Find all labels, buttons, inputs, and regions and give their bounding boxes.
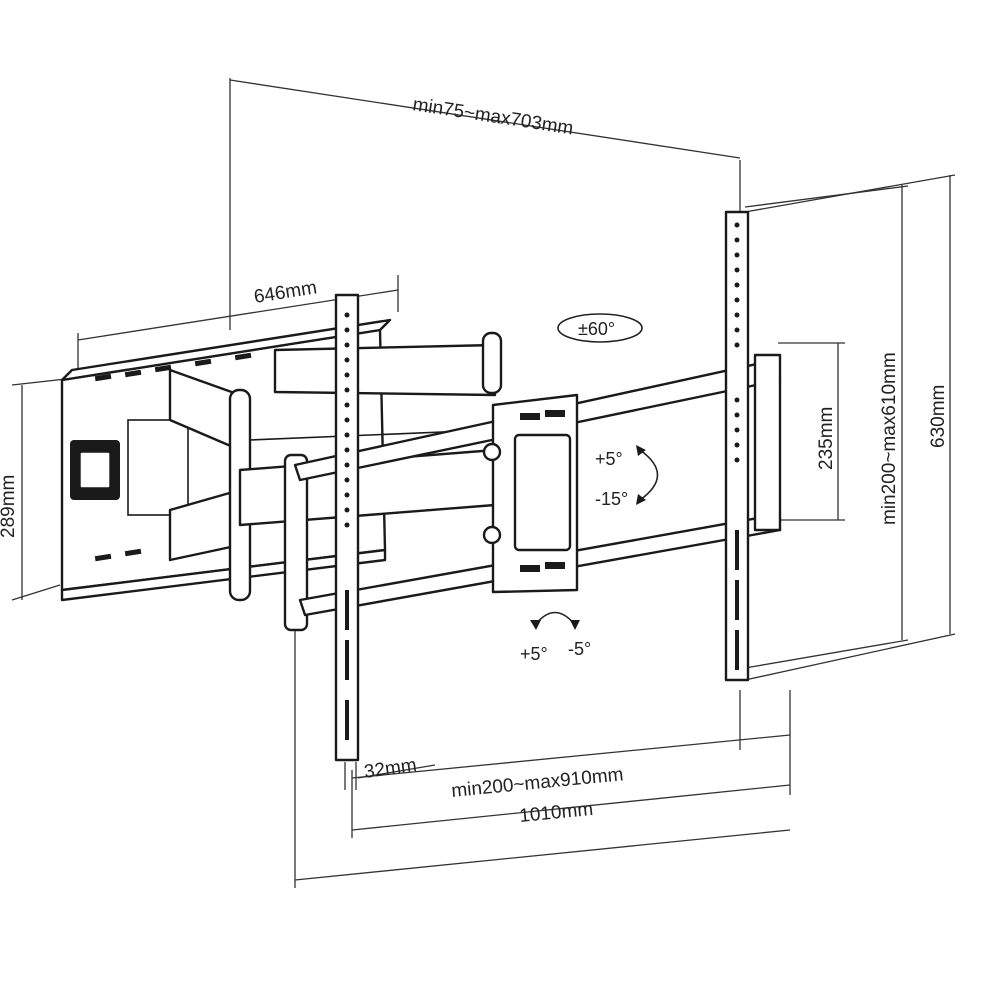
dimension-lines: [11, 78, 956, 888]
slot: [94, 553, 112, 562]
bracket-height-label: 235mm: [816, 407, 837, 470]
slot: [154, 364, 172, 373]
extension-dim-line: [229, 79, 741, 159]
slot: [194, 358, 212, 367]
tilt-knob-upper: [482, 442, 502, 462]
bracket-spacing-label: min200~max910mm: [450, 764, 624, 802]
vertical-height-bottom-tick: [744, 633, 956, 681]
wall-plate-top-slots: [94, 352, 252, 382]
left-vertical-bracket: [334, 293, 360, 762]
arm-extension-label: min75~max703mm: [411, 94, 574, 139]
wall-plate-height-label: 289mm: [0, 475, 19, 538]
rail-end-cap: [753, 353, 782, 532]
tilt-knob-lower: [482, 525, 502, 545]
motion-indicators: [530, 313, 659, 630]
bracket-spacing-dim-line: [351, 734, 791, 779]
wall-plate-top-edge: [60, 318, 392, 382]
wall-plate-inner-frame: [127, 419, 189, 516]
vertical-range-top-tick: [744, 185, 909, 208]
vertical-range-label: min200~max610mm: [879, 352, 900, 525]
upper-arm-right: [273, 343, 497, 397]
bracket-width-label: 32mm: [363, 755, 418, 783]
left-bracket-holes: [344, 312, 350, 740]
tilt-plate-slot: [520, 413, 540, 420]
overall-width-dim-line: [351, 784, 791, 831]
tilt-plate-slot: [545, 562, 565, 569]
swivel-label: ±60°: [578, 319, 615, 339]
slot: [124, 369, 142, 378]
level-plus-label: +5°: [520, 644, 548, 664]
level-arrow-icon: [534, 611, 576, 626]
tilt-plate-slot: [545, 410, 565, 417]
tilt-plate-inner: [513, 433, 572, 552]
upper-arm-pivot: [481, 331, 503, 395]
vertical-range-bottom-tick: [744, 639, 909, 669]
level-arrowhead-icon: [530, 620, 541, 630]
wall-plate-height-bottom-tick: [11, 584, 61, 601]
swivel-arrow-icon: [557, 313, 643, 343]
slot: [124, 548, 142, 557]
tilt-up-label: +5°: [595, 449, 623, 469]
slot: [234, 352, 252, 361]
vertical-height-label: 630mm: [928, 385, 949, 448]
tilt-arrowhead-icon: [636, 445, 646, 456]
outer-width-dim-line: [294, 829, 791, 881]
tilt-down-label: -15°: [595, 489, 628, 509]
labels: min75~max703mm 646mm 289mm 235mm min200~…: [0, 94, 949, 827]
slot: [94, 373, 112, 382]
overall-width-label: 1010mm: [518, 799, 594, 827]
level-arrowhead-icon: [570, 620, 580, 630]
right-vertical-bracket: [724, 210, 750, 682]
right-bracket-holes: [734, 222, 740, 670]
front-hinge-column: [283, 453, 309, 632]
tilt-plate-slot: [520, 565, 540, 572]
center-tilt-plate: [482, 393, 579, 594]
tilt-arrow-icon: [639, 449, 659, 501]
tilt-arrowhead-icon: [636, 494, 646, 505]
level-minus-label: -5°: [568, 639, 591, 659]
vertical-height-top-tick: [744, 174, 956, 213]
wall-plate-cutout-inner: [79, 451, 111, 489]
